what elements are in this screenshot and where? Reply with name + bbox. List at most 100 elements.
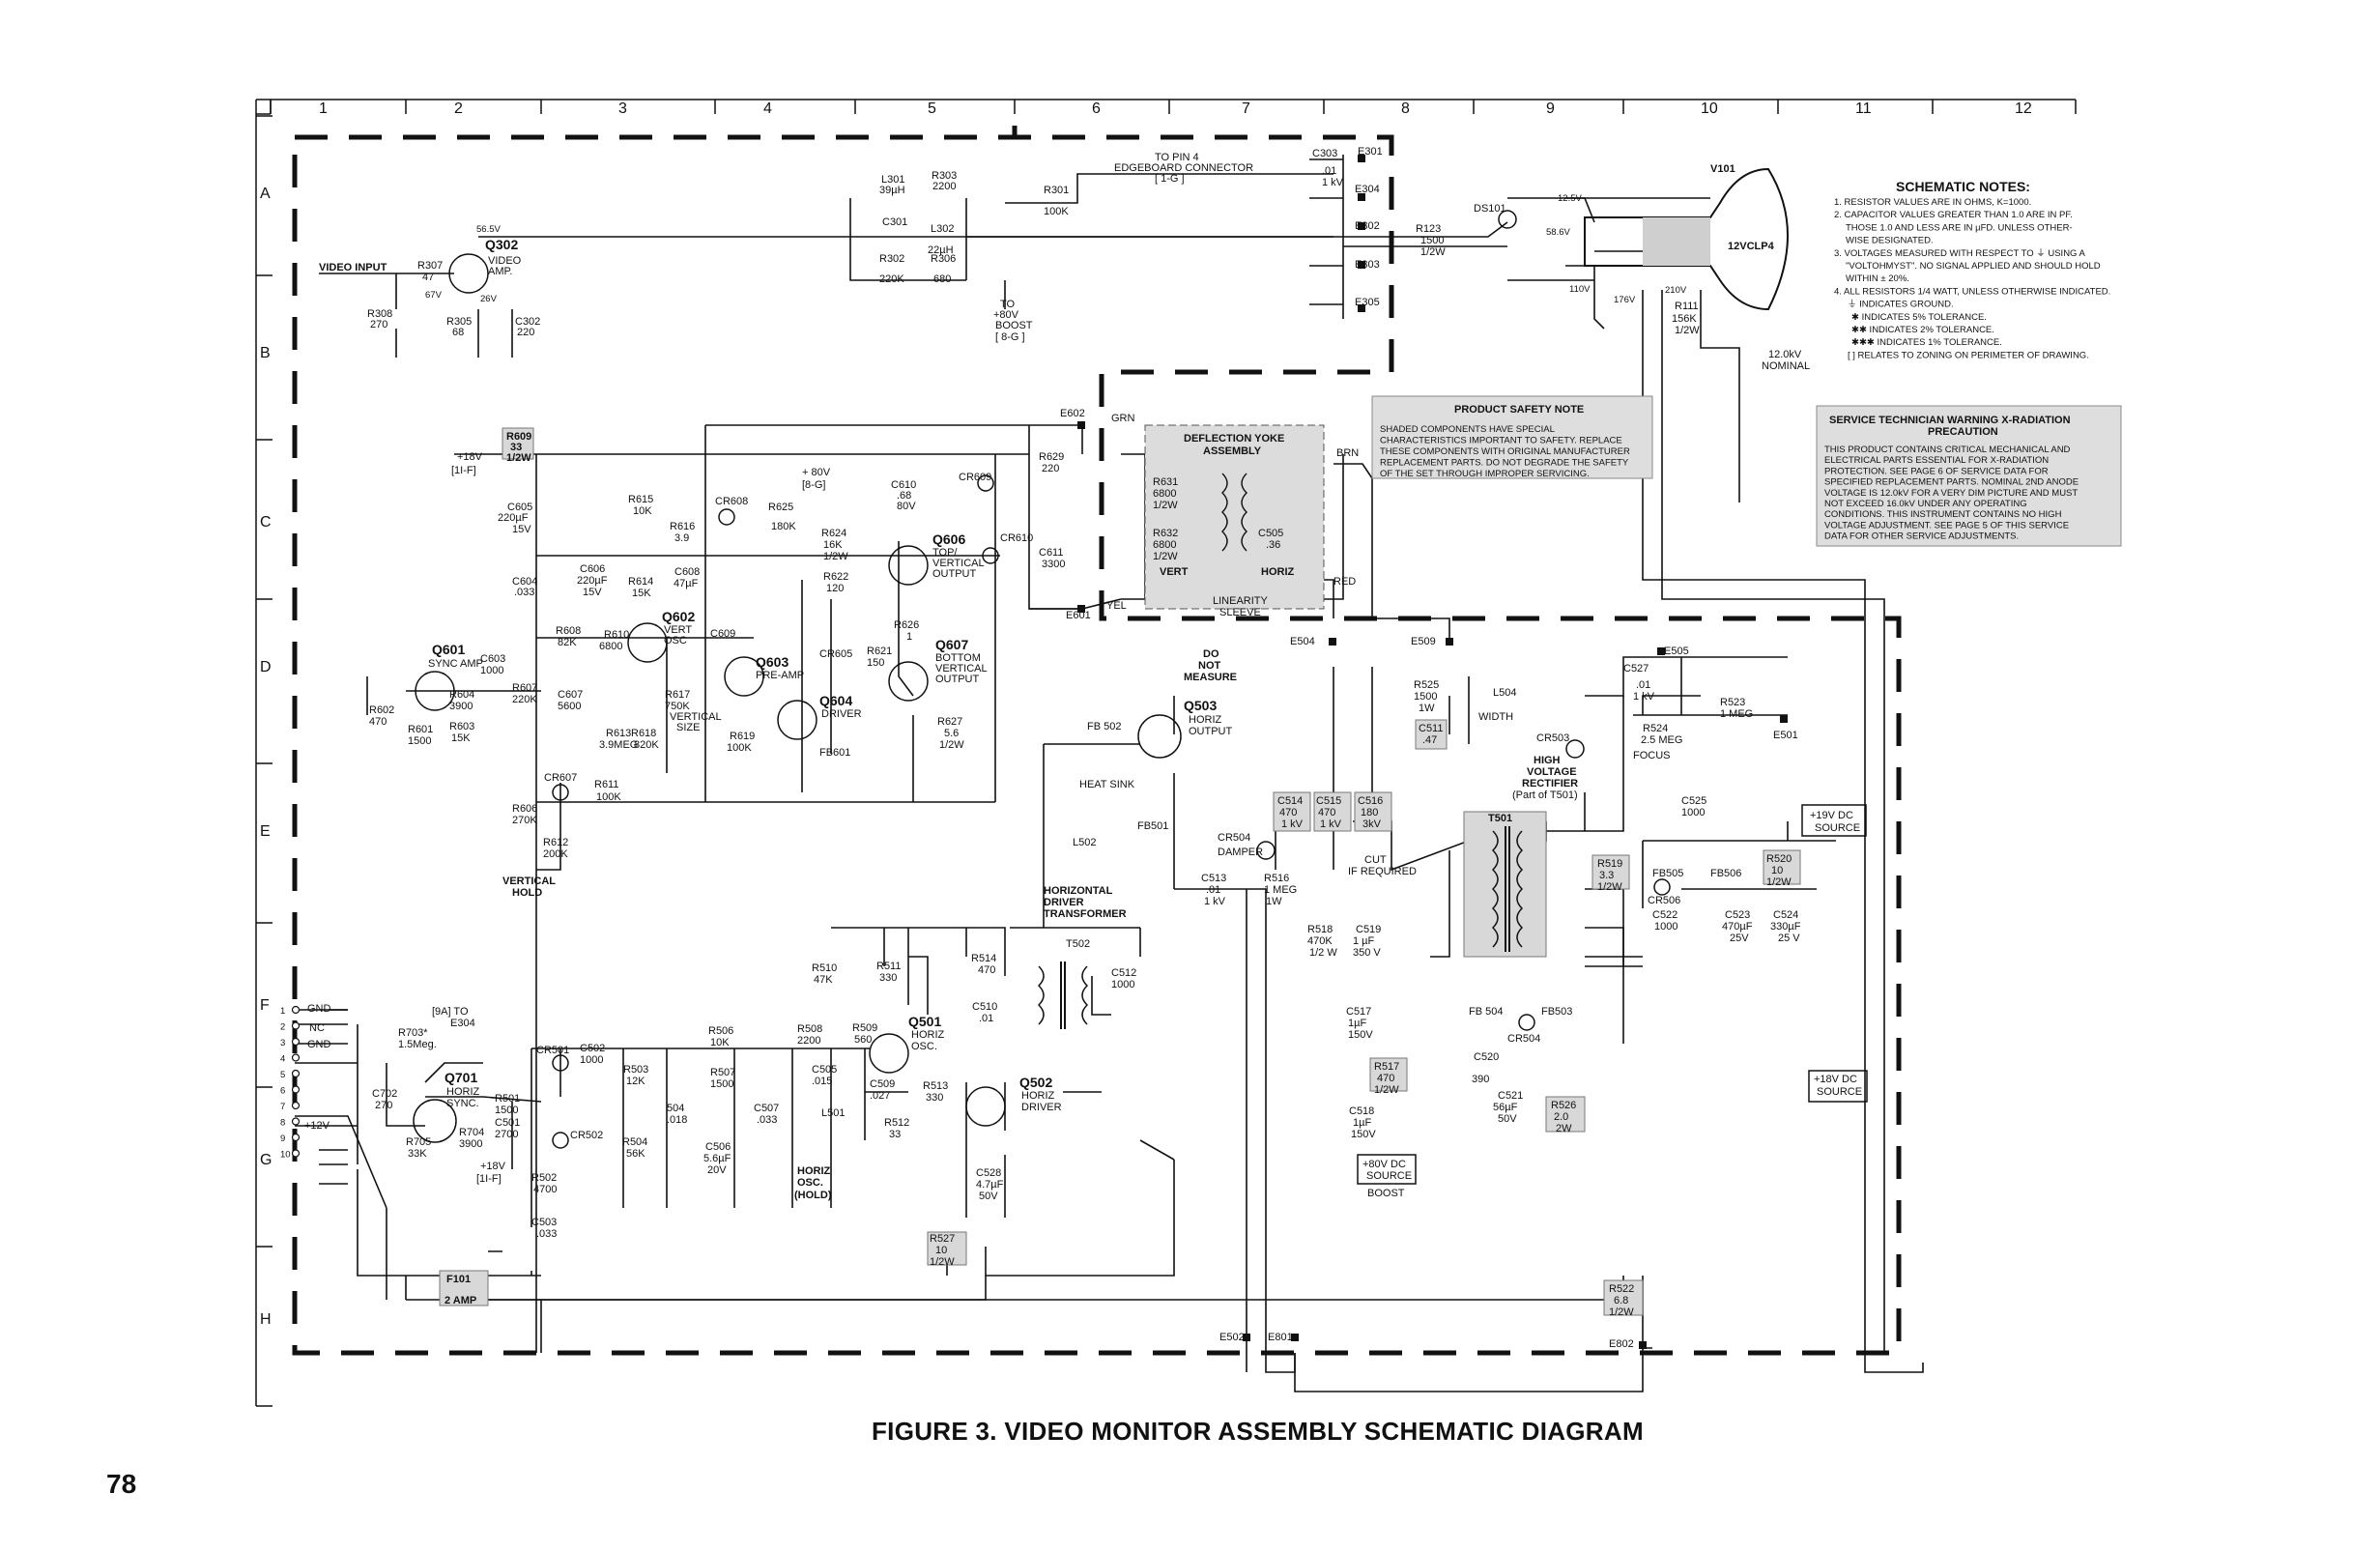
label-r516w: 1W (1266, 896, 1282, 907)
q604-symbol (777, 700, 817, 740)
label-e305: E305 (1355, 297, 1380, 308)
label-xray-1: ELECTRICAL PARTS ESSENTIAL FOR X-RADIATI… (1824, 455, 2049, 466)
label-r520: R520 (1766, 853, 1792, 865)
label-c511v: .47 (1422, 734, 1437, 746)
r520-shade (1763, 849, 1801, 885)
label-r525: R525 (1414, 679, 1439, 691)
label-v101: V101 (1710, 163, 1735, 175)
r522-shade (1603, 1279, 1644, 1316)
label-damper: DAMPER (1218, 847, 1263, 858)
cr503-symbol (1565, 739, 1585, 759)
label-topin4: TO PIN 4 (1155, 152, 1199, 163)
deflection-yoke-box (1144, 424, 1325, 610)
label-f101: F101 (446, 1274, 471, 1285)
label-c527v: .01 (1636, 679, 1650, 691)
label-c507: C507 (754, 1103, 779, 1114)
label-c506: C506 (705, 1141, 731, 1153)
t502-coil (1037, 965, 1089, 1025)
label-r306v: 680 (933, 273, 951, 285)
label-r512: R512 (884, 1117, 909, 1129)
label-c610v: .68 (897, 490, 911, 502)
label-c525v: 1000 (1681, 807, 1705, 818)
label-cr609: CR609 (959, 472, 991, 483)
label-width: WIDTH (1478, 711, 1513, 723)
label-safety-2: THESE COMPONENTS WITH ORIGINAL MANUFACTU… (1380, 446, 1630, 457)
label-fb505: FB505 (1652, 868, 1683, 879)
label-c502: C502 (580, 1043, 605, 1054)
label-p12v: +12V (304, 1120, 330, 1132)
label-c505: C505 (1258, 528, 1283, 539)
c515-shade (1313, 791, 1352, 832)
q503-symbol (1137, 714, 1182, 759)
label-q501: Q501 (908, 1014, 941, 1029)
c514-shade (1273, 791, 1311, 832)
label-cr504b: CR504 (1507, 1033, 1540, 1045)
label-r506v: 10K (710, 1037, 730, 1048)
label-lin2: SLEEVE (1219, 607, 1261, 618)
label-q603a: PRE-AMP (756, 670, 804, 681)
label-c514: C514 (1277, 795, 1303, 807)
c516-shade (1354, 791, 1392, 832)
label-fb504: FB 504 (1469, 1006, 1503, 1018)
label-q606b: VERTICAL (932, 558, 985, 569)
label-brn: BRN (1336, 447, 1359, 459)
label-c515: C515 (1316, 795, 1341, 807)
source-80v-box (1357, 1154, 1417, 1185)
label-note-4: 3. VOLTAGES MEASURED WITH RESPECT TO ⏚ U… (1834, 248, 2086, 259)
label-hdt3: TRANSFORMER (1044, 908, 1127, 920)
r519-shade (1591, 854, 1630, 890)
label-r621v: 150 (867, 657, 884, 669)
label-r305v: 68 (452, 327, 464, 338)
label-row-A: A (260, 186, 271, 202)
label-r501: R501 (495, 1093, 520, 1105)
label-r522v: 6.8 (1614, 1295, 1628, 1306)
label-r631v: 6800 (1153, 488, 1176, 500)
label-c516v: 180 (1361, 807, 1378, 818)
cr504b-symbol (1518, 1014, 1535, 1031)
label-c505b: C505 (812, 1064, 837, 1076)
label-toe304: E304 (450, 1018, 475, 1029)
label-boostz: [ 8-G ] (995, 331, 1025, 343)
label-to80v: TO (1000, 299, 1016, 310)
label-v67: 67V (425, 290, 443, 301)
label-c605kv: 15V (512, 524, 531, 535)
label-p18vz: [1I-F] (451, 465, 476, 476)
chassis-outline (292, 126, 1902, 1356)
label-c702v: 270 (375, 1100, 392, 1111)
label-c519kv: 350 V (1353, 947, 1381, 959)
label-r609w: 1/2W (506, 452, 531, 464)
label-r512v: 33 (889, 1129, 901, 1140)
ds101-symbol (1498, 210, 1517, 229)
label-l302: L302 (931, 223, 954, 235)
r527-shade (927, 1231, 967, 1266)
label-q603: Q603 (756, 654, 789, 670)
wiring (295, 155, 1924, 1392)
label-edgez: [ 1-G ] (1155, 173, 1185, 185)
label-note-6: WITHIN ± 20%. (1846, 273, 1909, 284)
label-q701a: HORIZ (446, 1086, 480, 1098)
label-c606: C606 (580, 563, 605, 575)
label-c502v: 1000 (580, 1054, 603, 1066)
label-r609: R609 (506, 431, 531, 443)
label-r619: R619 (730, 731, 755, 742)
q601-symbol (415, 671, 455, 711)
label-q607b: VERTICAL (935, 663, 988, 675)
label-hv1: HIGH (1534, 755, 1561, 766)
label-r519: R519 (1597, 858, 1622, 870)
label-hosc3: (HOLD) (794, 1190, 832, 1201)
label-c510v: .01 (979, 1013, 993, 1024)
label-r527: R527 (930, 1233, 955, 1245)
label-p18v2: +18V (480, 1161, 506, 1172)
label-e304: E304 (1355, 184, 1380, 195)
label-c523v: 470µF (1722, 921, 1753, 933)
label-c517: C517 (1346, 1006, 1371, 1018)
label-v586: 58.6V (1546, 227, 1570, 238)
label-e602: E602 (1060, 408, 1085, 419)
label-note-11: ✱✱✱ INDICATES 1% TOLERANCE. (1851, 337, 2002, 348)
label-c506kv: 20V (707, 1164, 727, 1176)
cr607-symbol (552, 784, 569, 801)
label-xray-8: DATA FOR OTHER SERVICE ADJUSTMENTS. (1824, 531, 2019, 542)
